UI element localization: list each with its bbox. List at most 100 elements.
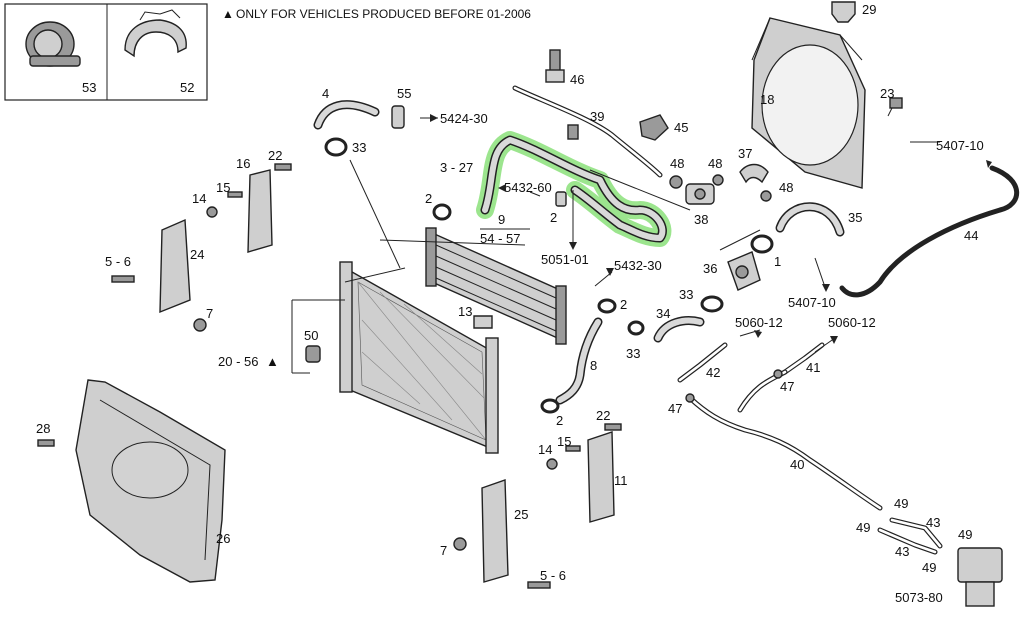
cap-48a[interactable]: [669, 175, 683, 189]
label-4: 4: [322, 86, 329, 101]
hose-8[interactable]: [555, 317, 603, 405]
clip-47b[interactable]: [685, 393, 695, 403]
clip-47a[interactable]: [773, 369, 783, 379]
intercooler-9[interactable]: [425, 227, 567, 345]
note-symbol-20-56: ▲: [266, 354, 279, 369]
clamp-2b[interactable]: [555, 191, 567, 207]
label-2d: 2: [556, 413, 563, 428]
label-46: 46: [570, 72, 584, 87]
label-52: 52: [180, 80, 194, 95]
bracket-25[interactable]: [481, 479, 509, 583]
label-8: 8: [590, 358, 597, 373]
clamp-55[interactable]: [391, 105, 405, 129]
ref-5051-01: 5051-01: [541, 252, 589, 267]
thermostat-housing-38[interactable]: [685, 183, 715, 205]
clamp-2c[interactable]: [597, 298, 617, 314]
clamp-33b[interactable]: [700, 295, 724, 313]
grommet-50[interactable]: [305, 345, 321, 363]
bracket-16[interactable]: [247, 169, 273, 253]
outlet-36[interactable]: [727, 251, 761, 291]
bracket-13[interactable]: [473, 315, 493, 329]
nut-14a[interactable]: [206, 206, 218, 218]
label-43b: 43: [895, 544, 909, 559]
bolt-15a[interactable]: [227, 191, 243, 198]
nut-7a[interactable]: [193, 318, 207, 332]
label-43a: 43: [926, 515, 940, 530]
hose-35[interactable]: [775, 202, 845, 237]
clamp-2d[interactable]: [540, 398, 560, 414]
bolt-15b[interactable]: [565, 445, 581, 452]
label-49a: 49: [894, 496, 908, 511]
clamp-1[interactable]: [750, 234, 774, 254]
label-33a: 33: [352, 140, 366, 155]
elbow-37[interactable]: [739, 163, 769, 184]
clamp-52[interactable]: [124, 9, 187, 58]
pipe-39[interactable]: [512, 85, 663, 178]
pipe-43[interactable]: [877, 517, 943, 555]
bolt-28[interactable]: [37, 439, 55, 447]
ref-5060-12b: 5060-12: [828, 315, 876, 330]
label-40: 40: [790, 457, 804, 472]
bracket-11[interactable]: [587, 431, 615, 523]
label-20-56: 20 - 56: [218, 354, 258, 369]
label-38: 38: [694, 212, 708, 227]
label-33b: 33: [679, 287, 693, 302]
label-15b: 15: [557, 434, 571, 449]
hose-4[interactable]: [313, 100, 380, 130]
bracket-45[interactable]: [639, 114, 669, 141]
arrow-up-icon: [754, 330, 762, 338]
sensor-46[interactable]: [545, 49, 565, 83]
label-39: 39: [590, 109, 604, 124]
nut-7b[interactable]: [453, 537, 467, 551]
radiator[interactable]: [339, 261, 499, 454]
label-45: 45: [674, 120, 688, 135]
bolt-22a[interactable]: [274, 163, 292, 171]
clamp-33a[interactable]: [324, 137, 348, 157]
valve-5073-80[interactable]: [957, 547, 1003, 607]
clamp-2a[interactable]: [432, 203, 452, 221]
label-29: 29: [862, 2, 876, 17]
ref-5073-80: 5073-80: [895, 590, 943, 605]
hose-3-27[interactable]: [480, 135, 667, 243]
label-16: 16: [236, 156, 250, 171]
label-14a: 14: [192, 191, 206, 206]
label-49c: 49: [958, 527, 972, 542]
bolt-5-6b[interactable]: [527, 581, 551, 589]
label-28: 28: [36, 421, 50, 436]
ref-5407-10b: 5407-10: [788, 295, 836, 310]
pipe-42[interactable]: [677, 342, 728, 383]
bolt-5-6a[interactable]: [111, 275, 135, 283]
label-54-57: 54 - 57: [480, 231, 520, 246]
bracket-24[interactable]: [159, 218, 191, 314]
pipe-41[interactable]: [782, 342, 825, 375]
arrow-right-icon: [430, 114, 438, 122]
ref-5407-10a: 5407-10: [936, 138, 984, 153]
bolt-23[interactable]: [887, 97, 903, 117]
bushing-53[interactable]: [25, 21, 81, 67]
label-48b: 48: [708, 156, 722, 171]
nut-14b[interactable]: [546, 458, 558, 470]
under-shield-26[interactable]: [75, 379, 226, 583]
pipe-44[interactable]: [839, 165, 1020, 298]
ref-5424-30: 5424-30: [440, 111, 488, 126]
label-25: 25: [514, 507, 528, 522]
fan-shroud-18[interactable]: [751, 17, 866, 189]
hose-34[interactable]: [653, 316, 705, 343]
label-7b: 7: [440, 543, 447, 558]
label-47a: 47: [780, 379, 794, 394]
label-24: 24: [190, 247, 204, 262]
cap-48c[interactable]: [760, 190, 772, 202]
clamp-33c[interactable]: [627, 320, 645, 336]
label-2c: 2: [620, 297, 627, 312]
label-5-6a: 5 - 6: [105, 254, 131, 269]
label-18: 18: [760, 92, 774, 107]
bracket-29[interactable]: [831, 1, 856, 23]
cap-48b[interactable]: [712, 174, 724, 186]
label-44: 44: [964, 228, 978, 243]
arrow-down-icon: [822, 284, 830, 292]
label-34: 34: [656, 306, 670, 321]
label-42: 42: [706, 365, 720, 380]
bolt-22b[interactable]: [604, 423, 622, 431]
label-22b: 22: [596, 408, 610, 423]
label-1: 1: [774, 254, 781, 269]
